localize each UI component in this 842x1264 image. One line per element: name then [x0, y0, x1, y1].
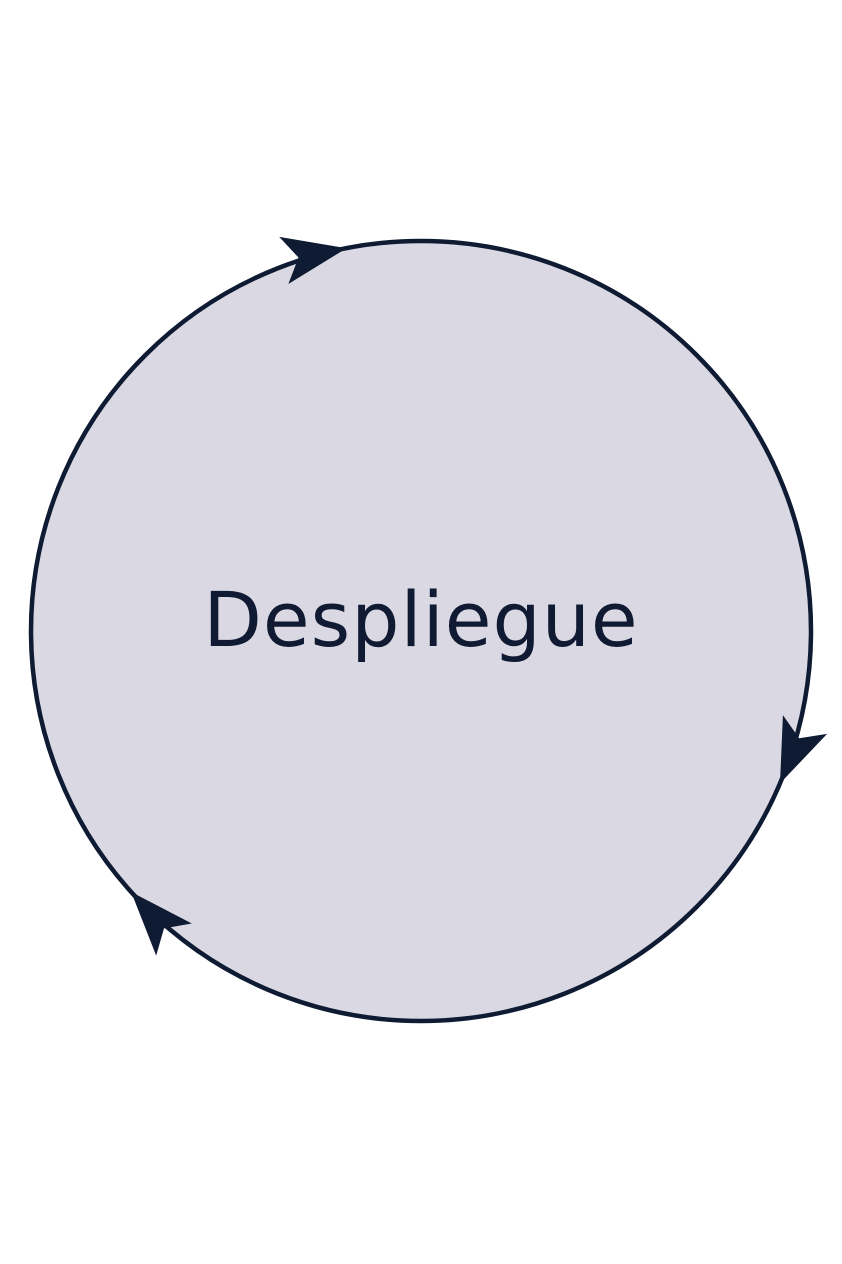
cycle-arrow-right	[780, 715, 828, 784]
cycle-arrow-upper-left	[131, 892, 192, 956]
center-label: Despliegue	[203, 575, 638, 664]
cycle-circle	[28, 238, 814, 1024]
cycle-arrow-bottom	[279, 236, 347, 284]
